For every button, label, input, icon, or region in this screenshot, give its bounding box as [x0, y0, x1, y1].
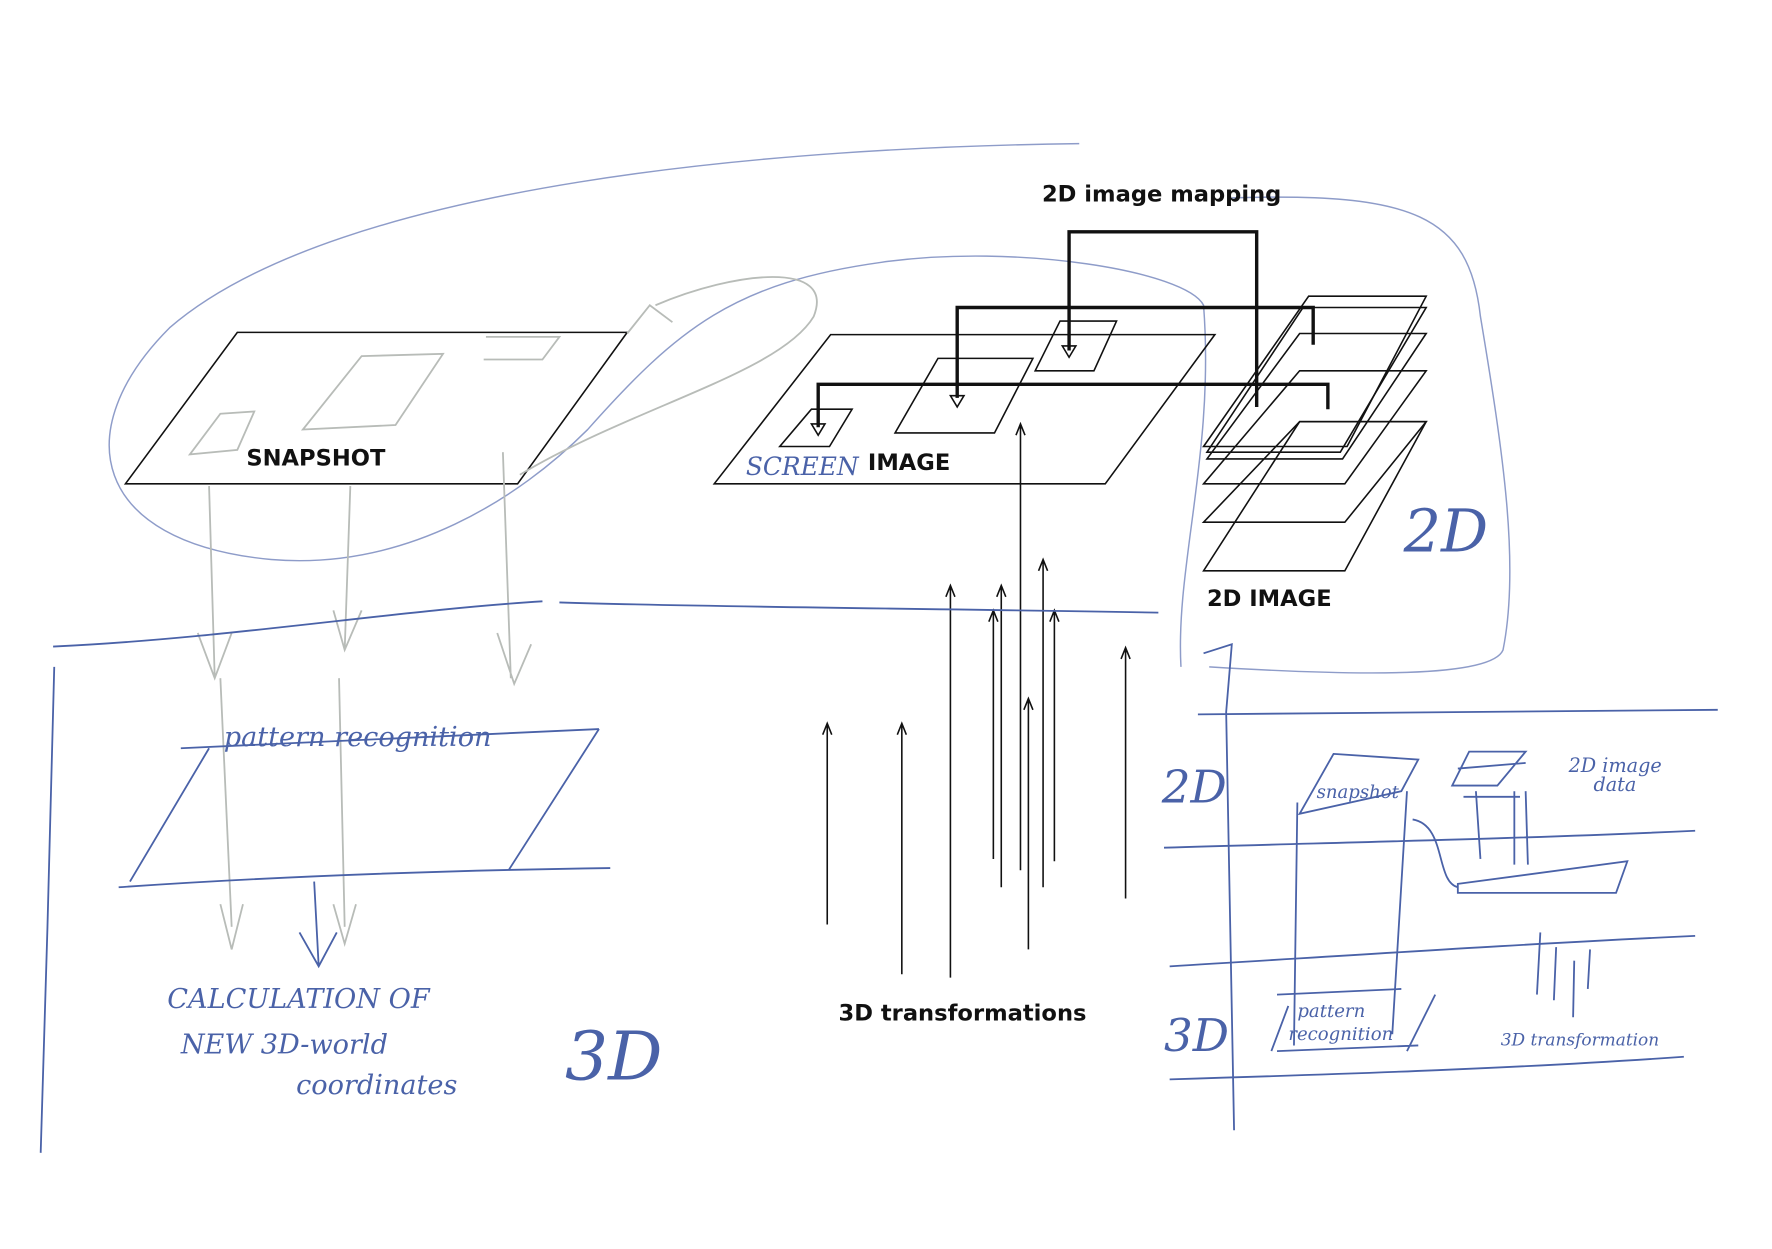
right-pattern-1: pattern	[1297, 1001, 1365, 1022]
image-2d-label: 2D IMAGE	[1207, 586, 1332, 612]
right-image-data-1: 2D image	[1568, 754, 1662, 777]
screen-label: SCREEN	[746, 452, 860, 481]
transformation-arrows	[821, 421, 1131, 978]
right-snapshot-label: snapshot	[1317, 782, 1400, 803]
transformations-label: 3D transformations	[839, 1001, 1087, 1027]
snapshot-label: SNAPSHOT	[246, 446, 386, 472]
pattern-recognition-label: pattern recognition	[224, 722, 492, 753]
target-rect-3	[1033, 320, 1118, 372]
calc-line-2: NEW 3D-world	[180, 1029, 388, 1060]
right-transformation-label: 3D transformation	[1501, 1029, 1659, 1049]
image-2d-stack	[1201, 295, 1428, 572]
image-label: IMAGE	[868, 450, 950, 476]
pencil-arrows	[196, 276, 818, 950]
mapping-connectors	[816, 230, 1330, 428]
right-2d-label: 2D	[1161, 760, 1227, 813]
hand-label-2d-top: 2D	[1403, 497, 1488, 566]
mapping-title: 2D image mapping	[1042, 181, 1281, 207]
snapshot-plane	[123, 331, 629, 485]
loop-stroke	[108, 142, 1207, 667]
loop-stroke-right	[1209, 196, 1511, 674]
target-rect-2	[893, 357, 1035, 434]
screen-image-plane	[712, 333, 1217, 485]
calc-line-3: coordinates	[296, 1070, 457, 1101]
hand-label-3d: 3D	[565, 1016, 663, 1095]
ink-lines	[39, 600, 1718, 1153]
mapping-arrowheads	[810, 345, 1078, 437]
target-rect-1	[778, 408, 854, 448]
calc-line-1: CALCULATION OF	[167, 984, 431, 1015]
right-pattern-2: recognition	[1288, 1024, 1393, 1045]
snapshot-shape	[187, 335, 562, 456]
right-3d-label: 3D	[1164, 1009, 1229, 1062]
right-image-data-2: data	[1593, 773, 1636, 796]
